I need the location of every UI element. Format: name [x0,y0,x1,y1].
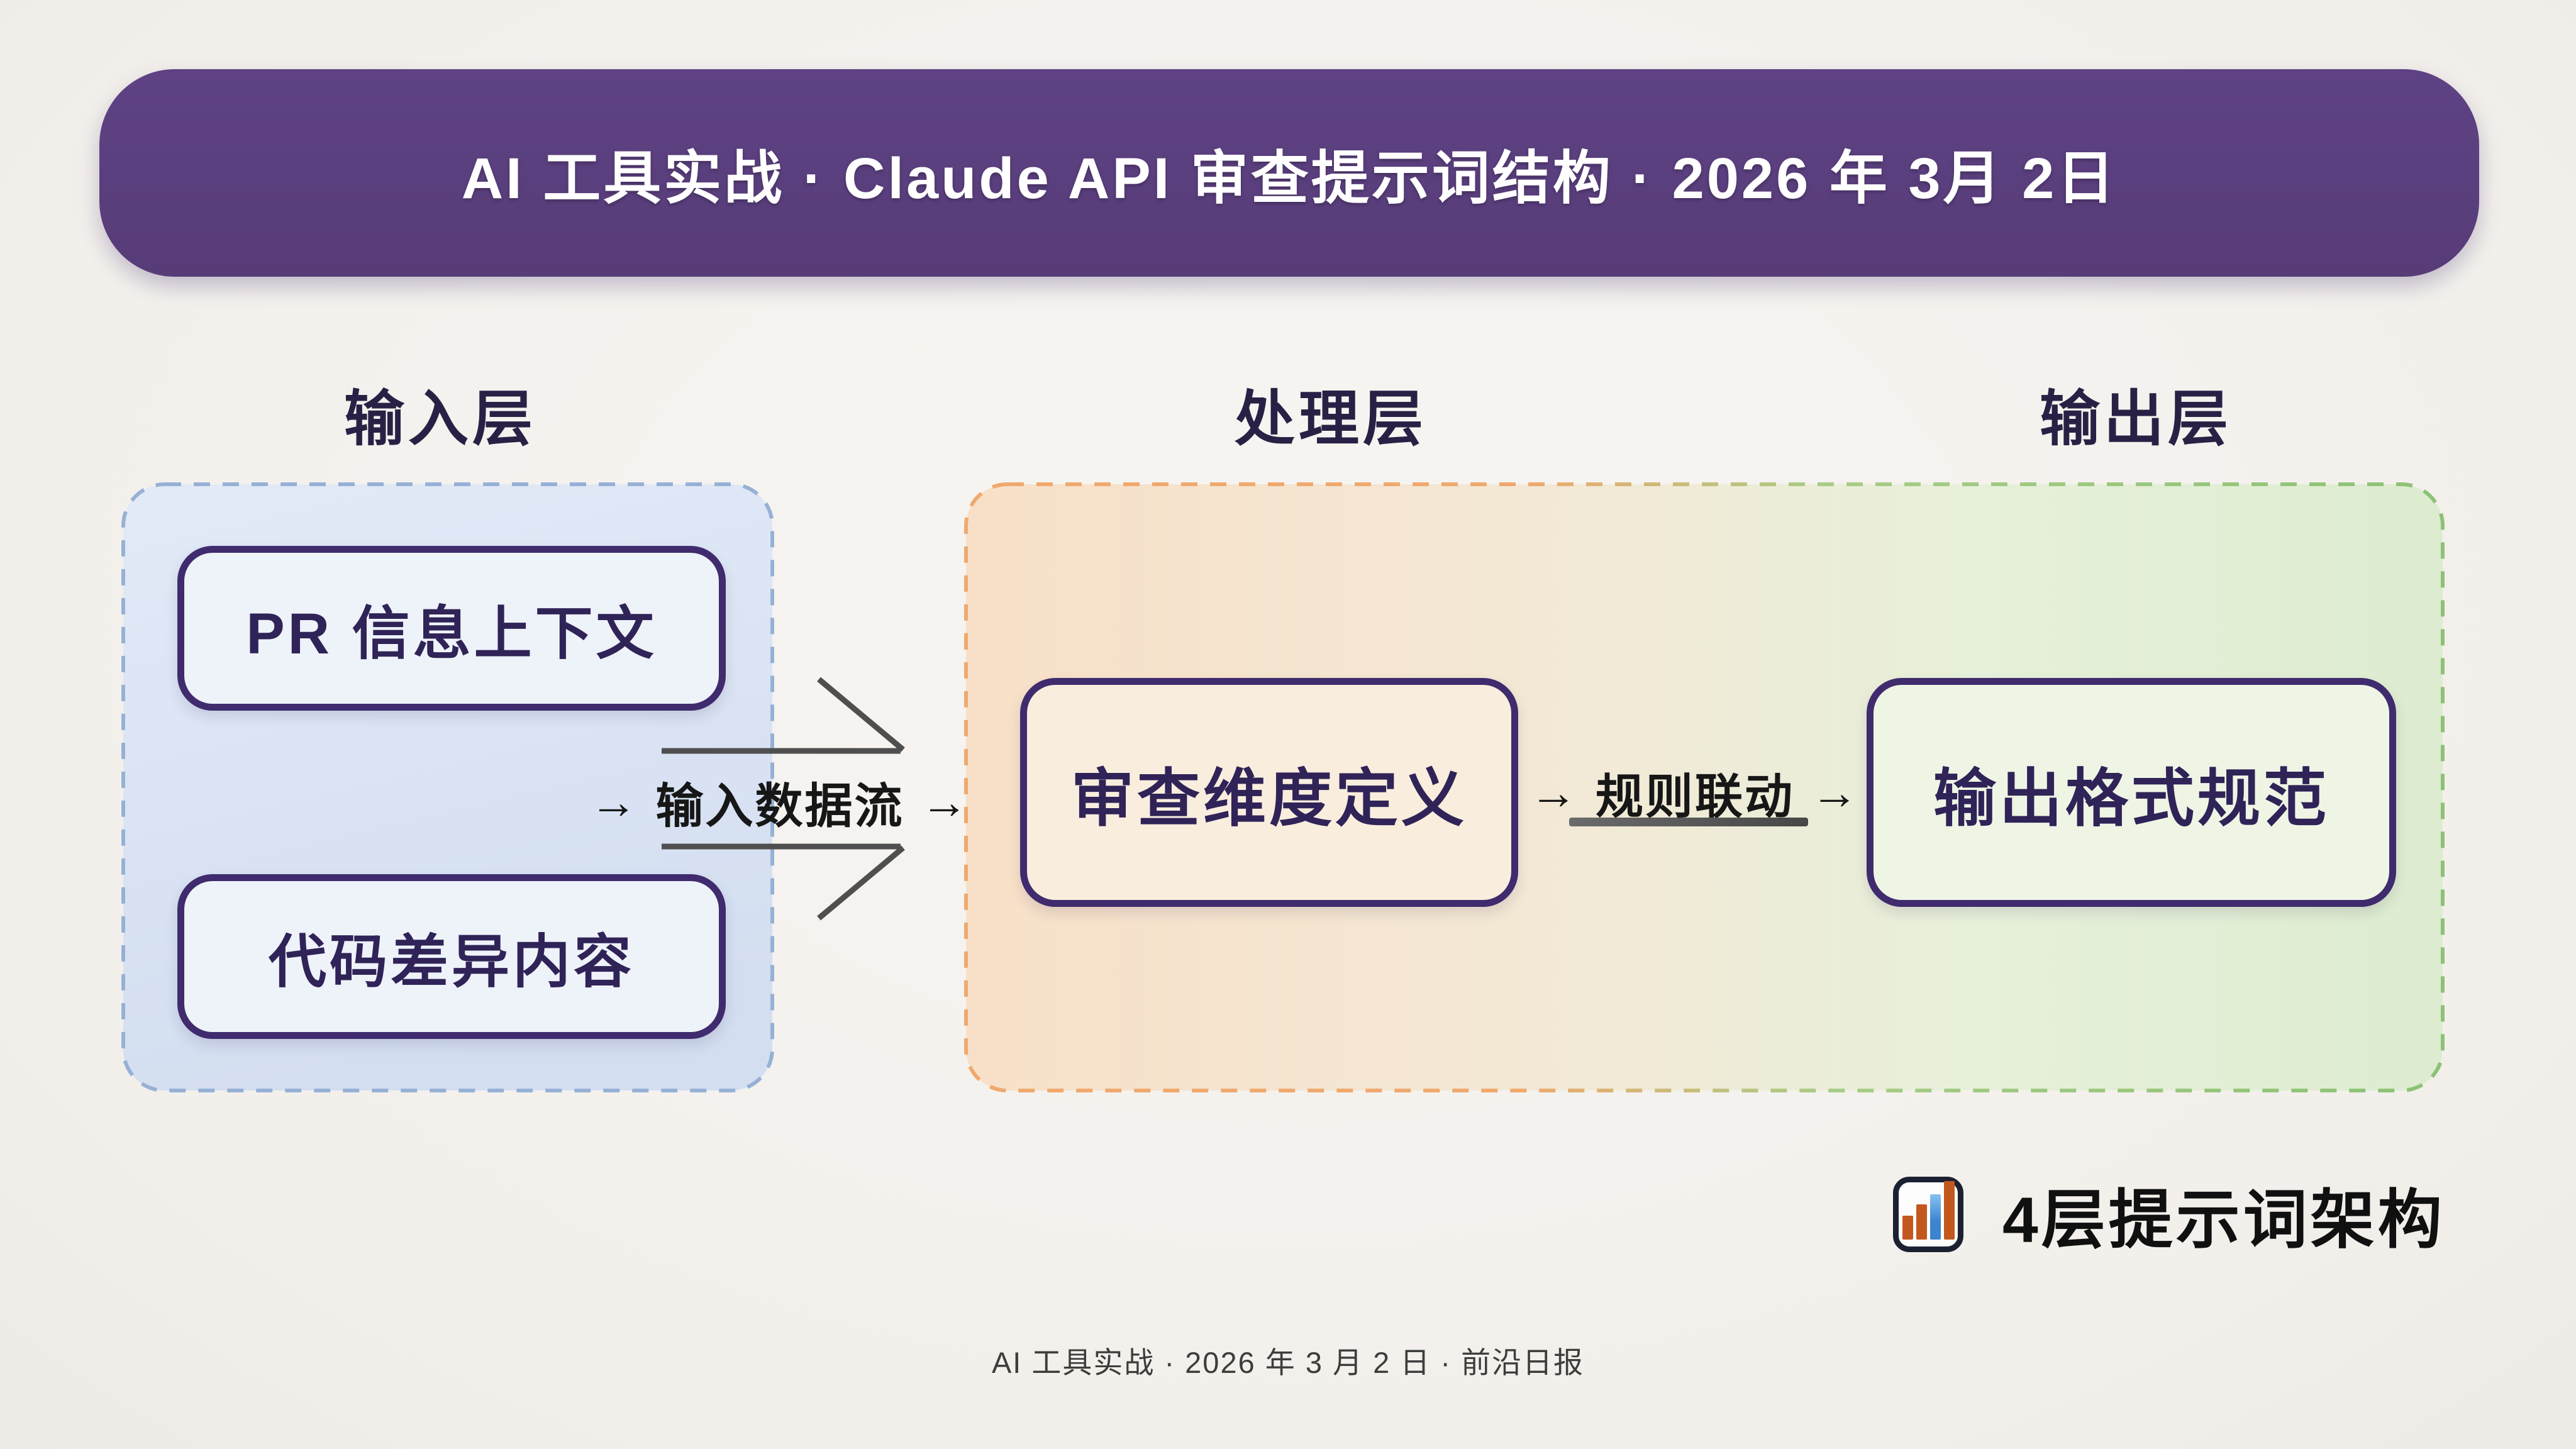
node-pr-context: PR 信息上下文 [177,546,726,711]
flow-input-stream: → 输入数据流 → [590,667,970,931]
bar-chart-icon [1893,1177,1963,1252]
left-arrow-icon: → [1530,765,1579,819]
layer-label-process: 处理层 [1235,385,1427,453]
left-arrow-icon: → [589,775,640,829]
node-review-dimensions: 审查维度定义 [1020,678,1518,907]
flow-rule-link-text: → 规则联动 → [1530,758,1860,827]
right-arrow-icon: → [1811,765,1860,819]
bar-chart-bar [1929,1194,1941,1240]
legend-label: 4层提示词架构 [2002,1184,2445,1256]
flow-input-stream-text: → 输入数据流 → [590,767,970,836]
node-output-format: 输出格式规范 [1867,678,2396,907]
layer-label-output: 输出层 [2040,385,2232,453]
footer-caption: AI 工具实战 · 2026 年 3 月 2 日 · 前沿日报 [991,1346,1585,1379]
process-output-container [963,482,2445,1093]
bar-chart-bar [1916,1204,1927,1240]
right-arrow-icon: → [920,775,970,829]
flow-input-stream-label: 输入数据流 [655,780,904,833]
title-banner: AI 工具实战 · Claude API 审查提示词结构 · 2026 年 3月… [99,69,2479,277]
flow-rule-link-label: 规则联动 [1596,770,1794,824]
node-code-diff-label: 代码差异内容 [268,930,635,994]
legend: 4层提示词架构 [1893,1167,2445,1262]
flow-rule-link: → 规则联动 → [1509,723,1880,874]
process-container-border [964,482,2445,1092]
bar-chart-bar [1943,1181,1955,1240]
layer-label-input: 输入层 [344,385,536,453]
bar-chart-bar [1902,1216,1913,1240]
node-code-diff: 代码差异内容 [177,874,726,1039]
node-review-dimensions-label: 审查维度定义 [1071,763,1467,834]
double-arrow-lines-icon [662,677,905,921]
node-output-format-label: 输出格式规范 [1933,763,2329,834]
banner-title: AI 工具实战 · Claude API 审查提示词结构 · 2026 年 3月… [461,146,2118,211]
rule-link-underline [1569,818,1808,826]
node-pr-context-label: PR 信息上下文 [246,601,657,666]
